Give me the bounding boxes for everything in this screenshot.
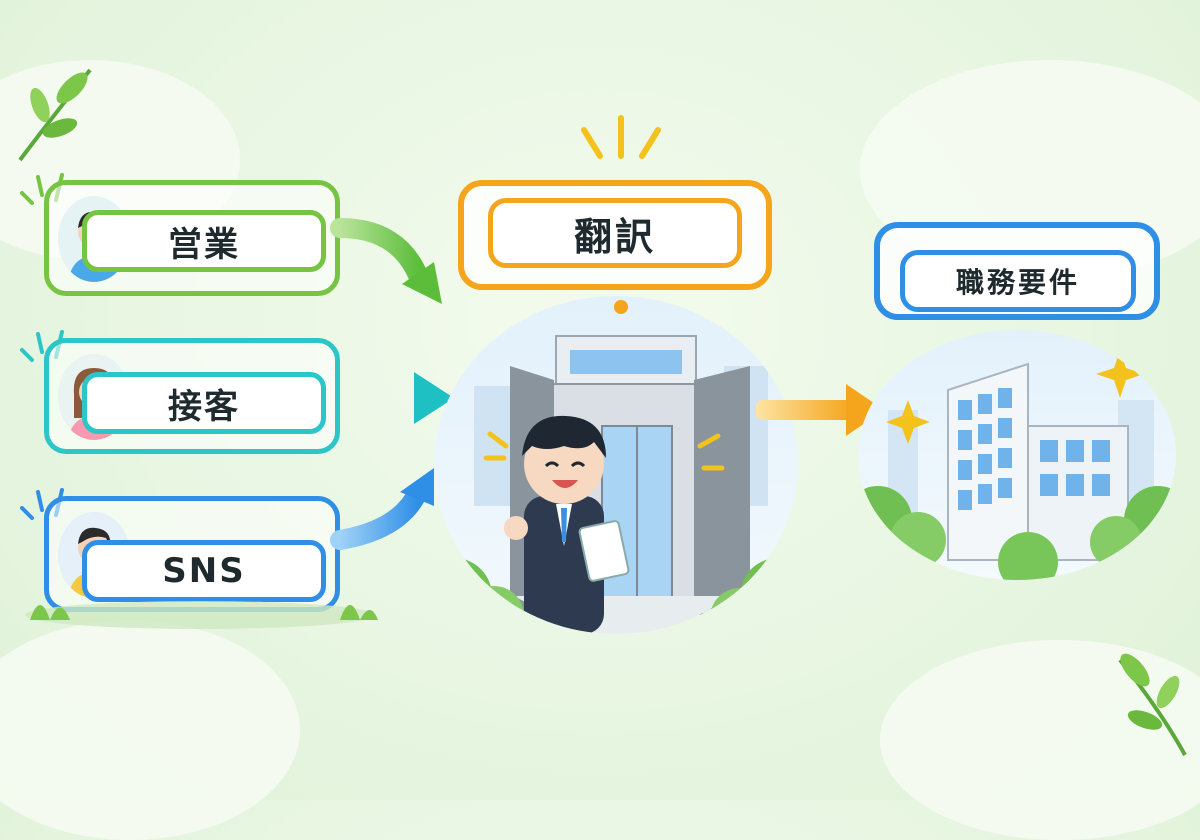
leaf-branch-icon: [18, 68, 92, 162]
translation-scene: [434, 296, 798, 634]
source-label-service: 接客: [82, 372, 326, 434]
connector-dot: [614, 300, 628, 314]
source-label-sales: 営業: [82, 210, 326, 272]
flow-arrows: [330, 218, 454, 550]
arrow-to-target: [756, 384, 884, 436]
center-label: 翻訳: [488, 198, 742, 268]
arrow-sales: [330, 218, 430, 290]
company-scene: [858, 330, 1176, 580]
grass-decoration: [25, 601, 378, 629]
source-label-sns: SNS: [82, 540, 326, 602]
background-cloud: [0, 620, 300, 840]
sparkle-lines-icon: [581, 115, 661, 159]
leaf-branch-icon: [1118, 653, 1187, 756]
target-label: 職務要件: [900, 250, 1136, 312]
arrow-sns: [330, 482, 428, 550]
